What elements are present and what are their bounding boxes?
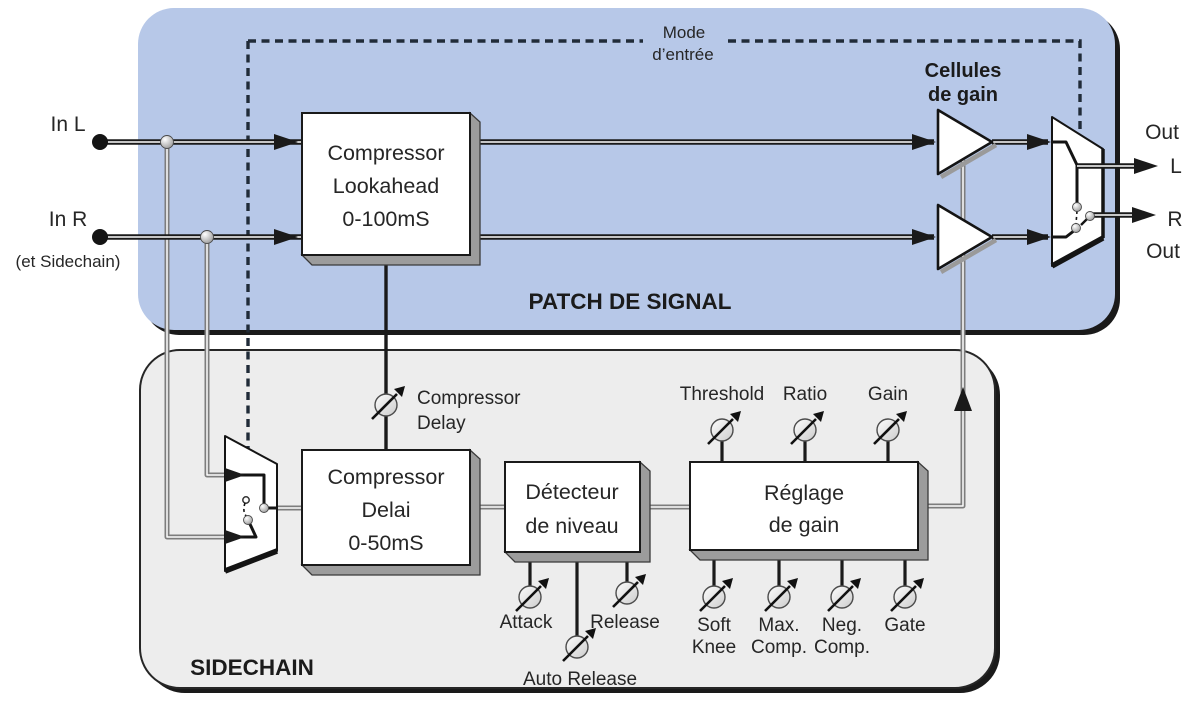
soft-knee-knob-label-line1: Soft — [697, 615, 732, 636]
max-comp-knob-label-line2: Comp. — [751, 637, 807, 658]
release-knob-icon — [612, 574, 646, 608]
output-switch-dashed-arm — [1075, 210, 1078, 225]
gain-cells-label-line1: Cellules — [925, 60, 1002, 82]
neg-comp-knob-label-line2: Comp. — [814, 637, 870, 658]
gain-control-up-arrow-icon — [954, 387, 972, 411]
soft-knee-knob-label-line2: Knee — [692, 637, 736, 658]
gate-knob-label: Gate — [884, 615, 925, 636]
gain-cell-r-icon — [936, 203, 998, 274]
in-r-tap-node — [200, 230, 214, 244]
attack-knob-icon — [515, 578, 549, 612]
delay-block-label-line1: Compressor — [327, 465, 444, 489]
signal-patch-region-bg — [138, 8, 1115, 330]
auto-release-knob-label: Auto Release — [523, 669, 637, 690]
lookahead-block-label-line2: Lookahead — [333, 174, 439, 198]
delay-block-label-line2: Delai — [362, 498, 411, 522]
out-r-word-label: Out — [1146, 240, 1180, 263]
auto-release-knob-icon — [562, 628, 596, 662]
mode-entree-label-line1: Mode — [663, 23, 706, 42]
sidechain-feed-left-line — [164, 146, 224, 540]
output-switch-bottom-edge — [1050, 235, 1105, 269]
release-knob-label: Release — [590, 612, 660, 633]
in-l-arrow-icon — [274, 134, 298, 150]
gain-to-cells-line — [926, 160, 966, 509]
sidechain-switch-lower-contact — [243, 515, 253, 525]
threshold-knob-label: Threshold — [680, 384, 765, 405]
gain-block-label-line1: Réglage — [764, 481, 844, 505]
lookahead-block-label-line3: 0-100mS — [342, 207, 429, 231]
output-switch-lower-contact — [1071, 223, 1081, 233]
gain-cell-l-icon — [936, 108, 998, 179]
compressor-lookahead-block — [300, 111, 481, 266]
lookahead-block-label-line1: Compressor — [327, 141, 444, 165]
ratio-knob-label: Ratio — [783, 384, 827, 405]
ratio-knob-icon — [790, 411, 824, 445]
cell-r-in-arrow-icon — [912, 229, 936, 245]
sidechain-switch-open-contact — [242, 496, 250, 504]
out-l-arrow-icon — [1134, 158, 1158, 174]
output-mode-switch — [1050, 116, 1135, 269]
cell-l-in-arrow-icon — [912, 134, 936, 150]
delay-block-label-line3: 0-50mS — [348, 531, 423, 555]
sidechain-region-label: SIDECHAIN — [190, 655, 314, 680]
sidechain-switch-pole-contact — [259, 503, 269, 513]
output-switch-r-contact — [1085, 211, 1095, 221]
output-switch-r-path — [1053, 228, 1076, 239]
switch-l-in-arrow-icon — [1027, 134, 1051, 150]
in-l-tap-node — [160, 135, 174, 149]
neg-comp-knob-icon — [827, 578, 861, 612]
sidechain-switch-bottom-arrow-icon — [225, 530, 245, 544]
out-l-word-label: Out — [1145, 121, 1179, 144]
signal-patch-region — [138, 8, 1120, 335]
gain-cells-label-line2: de gain — [928, 84, 998, 106]
detector-block-label-line2: de niveau — [525, 514, 618, 538]
gate-knob-icon — [890, 578, 924, 612]
output-switch-pole-contact — [1072, 202, 1082, 212]
neg-comp-knob-label-line1: Neg. — [822, 615, 862, 636]
mode-dashed-right-segment — [728, 39, 1082, 135]
soft-knee-knob-icon — [699, 578, 733, 612]
sidechain-switch-top-arrow-icon — [225, 468, 245, 482]
gain-block-label-line2: de gain — [769, 513, 840, 537]
output-switch-l-path — [1053, 140, 1079, 206]
mode-entree-dashed-line — [246, 39, 1082, 457]
in-l-label: In L — [50, 113, 85, 136]
gain-computer-block — [688, 460, 929, 561]
sidechain-feed-right-line — [204, 241, 224, 478]
signal-patch-region-label: PATCH DE SIGNAL — [529, 289, 732, 314]
compressor-delay-knob-label-line1: Compressor — [417, 388, 521, 409]
gain-knob-label: Gain — [868, 384, 908, 405]
out-r-letter-label: R — [1167, 208, 1182, 231]
threshold-knob-icon — [707, 411, 741, 445]
attack-knob-label: Attack — [500, 612, 553, 633]
sidechain-note-label: (et Sidechain) — [16, 252, 121, 271]
switch-r-in-arrow-icon — [1027, 229, 1051, 245]
compressor-delay-block — [300, 448, 481, 576]
sidechain-switch-bottom-edge — [224, 548, 278, 574]
max-comp-knob-label-line1: Max. — [758, 615, 799, 636]
mode-entree-label-line2: d’entrée — [652, 45, 713, 64]
out-l-letter-label: L — [1170, 155, 1182, 178]
max-comp-knob-icon — [764, 578, 798, 612]
in-r-terminal — [92, 229, 108, 245]
in-r-label: In R — [49, 208, 88, 231]
in-r-arrow-icon — [274, 229, 298, 245]
compressor-delay-knob-icon — [371, 386, 405, 420]
in-l-terminal — [92, 134, 108, 150]
gain-knob-icon — [873, 411, 907, 445]
compressor-delay-knob-label-line2: Delay — [417, 413, 466, 434]
out-r-arrow-icon — [1132, 207, 1156, 223]
detector-block-label-line1: Détecteur — [525, 480, 618, 504]
level-detector-block — [503, 460, 651, 563]
